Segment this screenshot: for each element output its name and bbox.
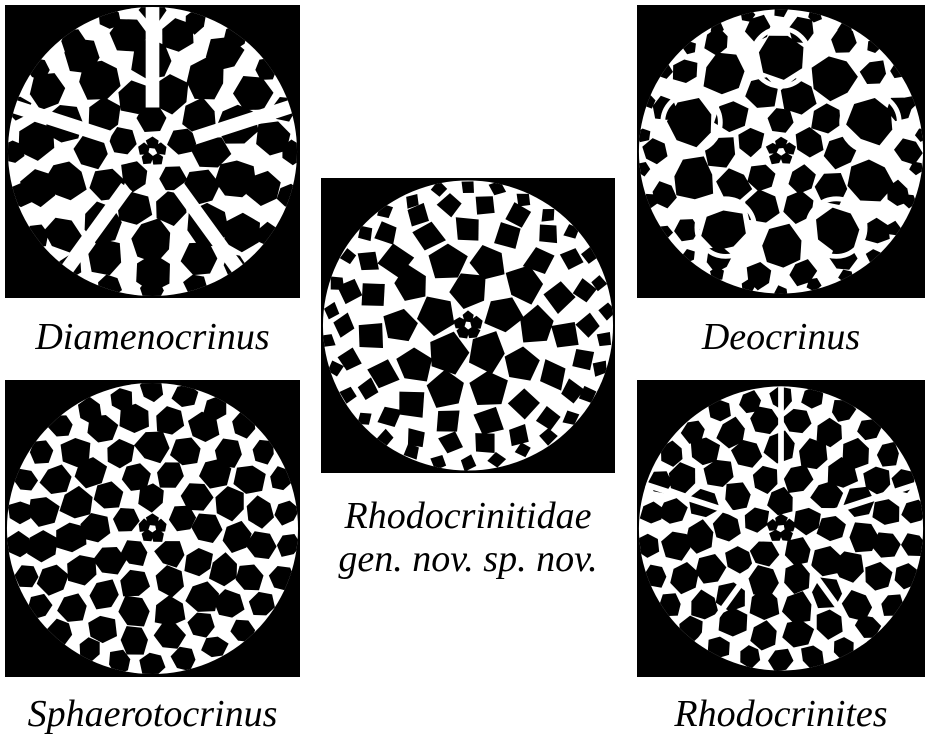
caption-diamenocrinus: Diamenocrinus bbox=[5, 318, 300, 356]
sphaerotocrinus-plate-diagram bbox=[5, 380, 300, 677]
deocrinus-svg bbox=[637, 5, 925, 298]
calyx-plate bbox=[362, 283, 385, 306]
diamenocrinus-svg bbox=[5, 5, 300, 298]
calyx-plate bbox=[456, 217, 479, 240]
calyx-plate bbox=[517, 194, 531, 207]
caption-rhodocrinites: Rhodocrinites bbox=[637, 695, 925, 733]
calyx-plate bbox=[593, 361, 607, 377]
calyx-plate bbox=[542, 209, 555, 222]
caption-sphaerotocrinus: Sphaerotocrinus bbox=[5, 695, 300, 733]
calyx-plate bbox=[359, 323, 383, 348]
rhodocrinitidae-svg bbox=[321, 178, 615, 473]
calyx-plate bbox=[462, 181, 474, 193]
rhodocrinitidae-plate-diagram bbox=[321, 178, 615, 473]
rhodocrinites-plate-diagram bbox=[637, 380, 925, 677]
calyx-plate bbox=[475, 433, 494, 453]
rhodocrinites-svg bbox=[637, 380, 925, 677]
calyx-plate bbox=[476, 196, 495, 214]
diamenocrinus-plate-diagram bbox=[5, 5, 300, 298]
calyx-plate bbox=[399, 392, 424, 418]
caption-deocrinus: Deocrinus bbox=[637, 318, 925, 356]
caption-rhodocrinitidae-line-2: gen. nov. sp. nov. bbox=[321, 540, 615, 578]
calyx-plate bbox=[539, 224, 557, 243]
calyx-plate bbox=[437, 410, 460, 431]
sphaerotocrinus-svg bbox=[5, 380, 300, 677]
caption-rhodocrinitidae-line-1: Rhodocrinitidae bbox=[321, 497, 615, 535]
deocrinus-plate-diagram bbox=[637, 5, 925, 298]
calyx-plate bbox=[331, 277, 344, 290]
